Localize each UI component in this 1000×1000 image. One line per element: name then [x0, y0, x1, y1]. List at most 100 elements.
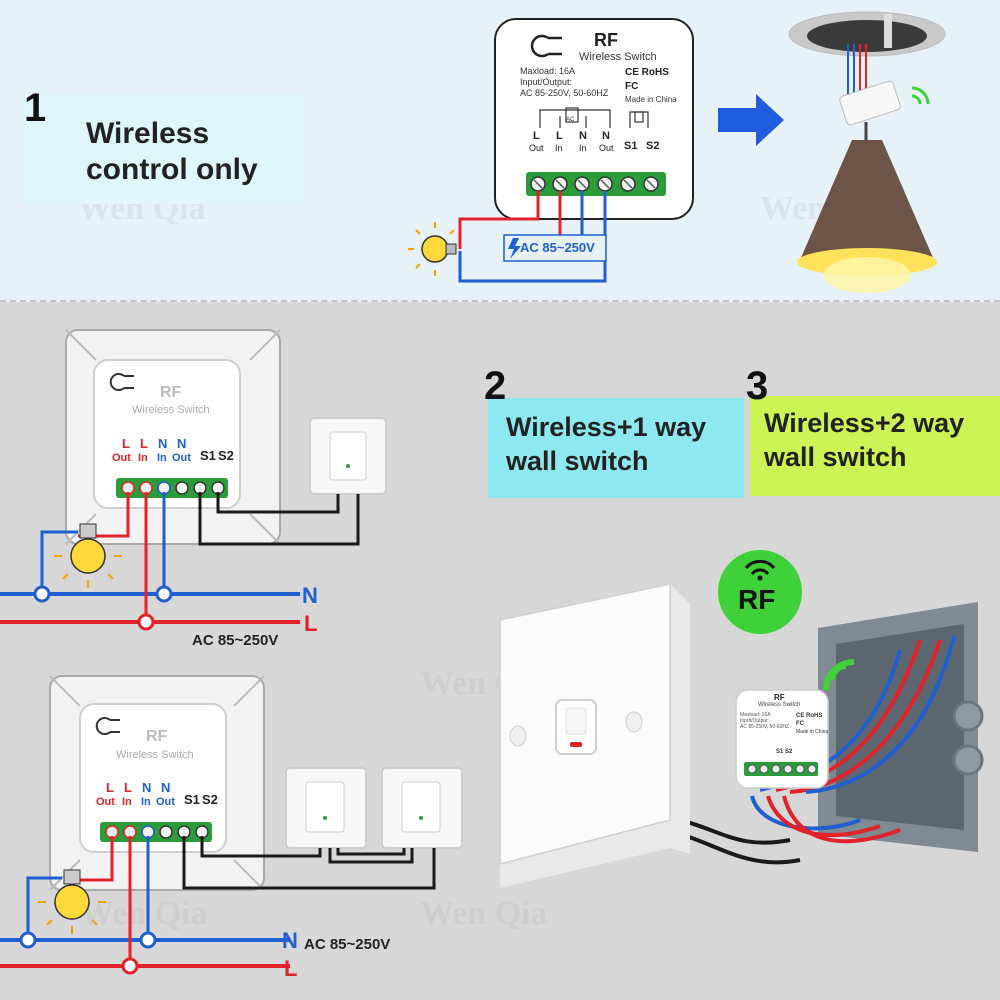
rf-badge-label: RF: [738, 584, 776, 615]
terminal-label-n-out-3: N: [161, 780, 171, 795]
module-photo-rf: RF: [774, 693, 785, 702]
module-1-io-value: AC 85-250V, 50-60HZ: [520, 88, 609, 98]
rf-signal-icon: [744, 559, 776, 576]
s1-switch-wire-2: [198, 492, 360, 546]
module-photo-s1: S1: [776, 749, 784, 755]
module-photo-s2: S2: [785, 749, 793, 755]
module-schematic: [539, 107, 649, 128]
terminal-sub-out-2b: Out: [172, 452, 191, 464]
module-3-rf-label: RF: [146, 728, 168, 745]
section-2-title: Wireless+1 way wall switch: [506, 410, 706, 478]
module-photo-subtitle: Wireless Switch: [758, 702, 801, 708]
brand-logo-icon: [109, 373, 134, 391]
terminal-sub-in-3b: In: [141, 796, 151, 808]
lamp-neutral-wire-2: [40, 530, 78, 594]
ac-label-3: AC 85~250V: [304, 936, 391, 953]
live-label-2: L: [304, 611, 318, 636]
terminal-label-l-out: L: [533, 130, 540, 142]
module-1-rf-label: RF: [594, 30, 618, 50]
module-photo-certs: CE RoHS FC Made in China: [796, 712, 828, 736]
module-photo-specs: Maxload: 16A Input/Output: AC 85-250V, 5…: [740, 712, 789, 730]
module-1-specs: Maxload: 16A Input/Output: AC 85-250V, 5…: [520, 66, 608, 99]
terminal-sub-in-2b: In: [157, 452, 167, 464]
traveler-wires-3: [328, 848, 414, 864]
ceiling-lamp-icon: [788, 11, 946, 293]
ac-supply-box-1: [503, 234, 607, 262]
lightbulb-icon: [38, 869, 106, 934]
live-out-wire-1: [458, 191, 540, 249]
section-3-title-line-2: wall switch: [764, 442, 907, 472]
terminal-label-l-out-3: L: [106, 780, 114, 795]
section-1-title-line-2: control only: [86, 153, 258, 186]
s1-switch-wire-3: [182, 836, 436, 890]
module-2-subtitle: Wireless Switch: [132, 404, 210, 416]
lightbulb-icon: [54, 523, 122, 588]
section-1-number: 1: [24, 86, 47, 130]
terminal-screws-3: [105, 825, 209, 839]
section-3-title: Wireless+2 way wall switch: [764, 406, 964, 474]
live-label-3: L: [284, 956, 298, 981]
module-photo-made-in: Made in China: [796, 729, 829, 735]
junction-box-icon: [818, 602, 984, 852]
arrow-right-icon: [718, 94, 784, 146]
terminal-label-s1-3: S1: [184, 792, 200, 807]
lamp-neutral-wire-3: [26, 876, 62, 940]
lightbulb-icon: [408, 222, 457, 276]
brand-logo-icon: [95, 717, 120, 735]
terminal-label-s2-2: S2: [218, 448, 234, 463]
section-divider: [0, 300, 1000, 306]
module-photo-fcc: FC: [796, 721, 804, 727]
module-photo-s1s2: S1 S2: [776, 749, 792, 755]
terminal-sub-out-2a: Out: [112, 452, 131, 464]
rf-signal-waves: [823, 659, 855, 691]
module-photo-maxload: Maxload: 16A: [740, 712, 771, 718]
terminal-label-l-out-2: L: [122, 436, 130, 451]
brand-logo-icon: [530, 34, 562, 58]
module-photo-certs-text: CE RoHS: [796, 713, 823, 719]
rf-signal-icon: [911, 86, 930, 105]
module-1-fcc: FC: [625, 81, 639, 92]
neutral-label-3: N: [282, 928, 298, 953]
module-1-io-label: Input/Output:: [520, 77, 573, 87]
screw-slots-1: [533, 179, 656, 189]
module-1-ac-mark: AC: [566, 117, 575, 123]
terminal-label-n-in-2: N: [158, 436, 168, 451]
module-photo-io-label: Input/Output:: [740, 718, 769, 724]
terminal-screws-2: [121, 481, 225, 495]
section-2-title-line-1: Wireless+1 way: [506, 412, 707, 442]
bus-junctions-3: [19, 931, 157, 975]
module-1-subtitle: Wireless Switch: [579, 51, 657, 63]
watermark-4: Wen Qia: [420, 895, 548, 932]
bus-junctions-2: [33, 585, 173, 631]
terminal-label-n-out: N: [602, 130, 610, 142]
module-1-made-in: Made in China: [625, 95, 677, 104]
section-3-title-line-1: Wireless+2 way: [764, 408, 965, 438]
terminal-sub-out-2: Out: [599, 143, 614, 153]
module-3-subtitle: Wireless Switch: [116, 749, 194, 761]
neutral-label-2: N: [302, 583, 318, 608]
terminal-label-n-in-3: N: [142, 780, 152, 795]
wall-switch-plate: [499, 583, 690, 888]
terminal-label-l-in-3: L: [124, 780, 132, 795]
terminal-sub-in-3a: In: [122, 796, 132, 808]
module-card-3: [79, 703, 227, 853]
section-2-title-panel: [488, 398, 744, 498]
module-1-certs: CE RoHS: [625, 67, 669, 78]
terminal-sub-in-1: In: [555, 143, 563, 153]
terminal-sub-out-3b: Out: [156, 796, 175, 808]
terminal-label-s1: S1: [624, 140, 638, 152]
terminal-sub-out-3a: Out: [96, 796, 115, 808]
section-2-title-line-2: wall switch: [506, 446, 649, 476]
section-1-title-line-1: Wireless: [86, 117, 210, 150]
section-1-ac-label: AC 85~250V: [520, 240, 595, 255]
lightning-icon: [508, 238, 521, 259]
module-card-2: [93, 359, 241, 509]
section-1-title: Wireless control only: [86, 116, 258, 188]
terminal-label-s2-3: S2: [202, 792, 218, 807]
terminal-label-l-in-2: L: [140, 436, 148, 451]
